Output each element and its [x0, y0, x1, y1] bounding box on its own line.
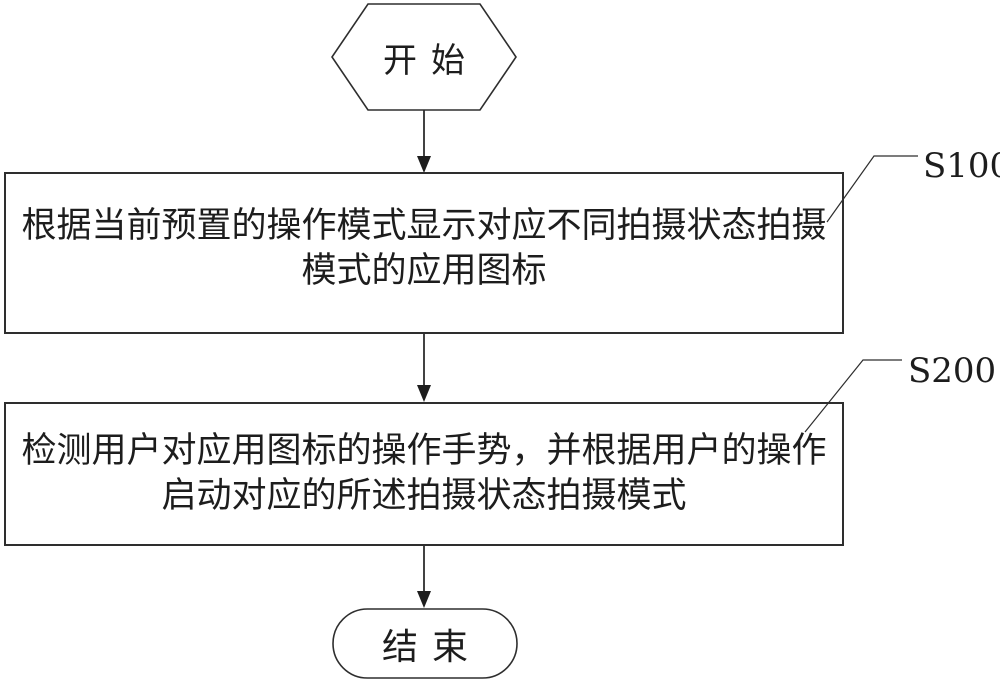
- s100-reference-label: S100: [923, 146, 1000, 186]
- step-s200-line2: 启动对应的所述拍摄状态拍摄模式: [161, 476, 687, 516]
- step-s100-text: 根据当前预置的操作模式显示对应不同拍摄状态拍摄 模式的应用图标: [5, 204, 843, 294]
- start-node-label: 开始: [332, 4, 516, 110]
- step-s200-text: 检测用户对应用图标的操作手势，并根据用户的操作 启动对应的所述拍摄状态拍摄模式: [5, 429, 843, 519]
- start-node-text: 开始: [383, 40, 479, 81]
- step-s100-line1: 根据当前预置的操作模式显示对应不同拍摄状态拍摄: [21, 206, 827, 246]
- end-stadium: [332, 608, 518, 679]
- arrow-start-to-s100-head: [417, 156, 431, 173]
- s200-reference-label: S200: [908, 351, 997, 391]
- end-node-text: 结束: [381, 626, 482, 668]
- start-hexagon: [331, 3, 517, 111]
- end-node-label: 结束: [333, 609, 517, 678]
- s200-leader-line: [804, 359, 902, 433]
- arrow-s200-to-end-head: [417, 591, 431, 608]
- step-s100-line2: 模式的应用图标: [301, 251, 547, 291]
- step-s200-line1: 检测用户对应用图标的操作手势，并根据用户的操作: [21, 431, 827, 471]
- s100-leader-line: [826, 155, 918, 223]
- step-s200-box: [4, 402, 844, 546]
- arrow-s100-to-s200-head: [417, 385, 431, 402]
- step-s100-box: [4, 172, 844, 334]
